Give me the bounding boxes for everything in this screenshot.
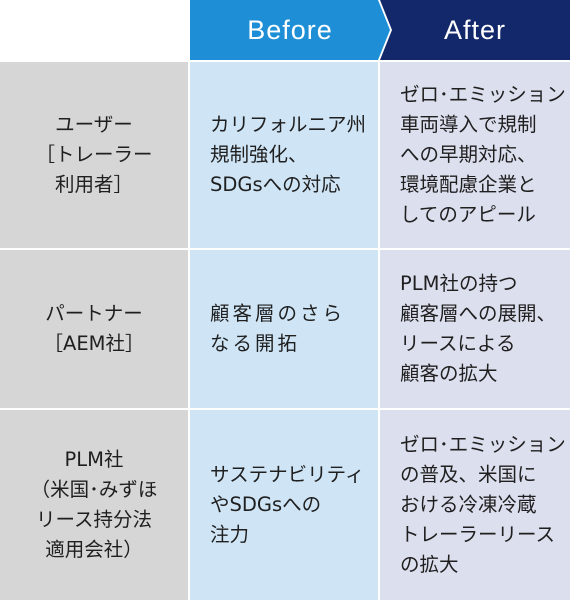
after-text: ゼロ･エミッション 車両導入で規制 への早期対応、 環境配慮企業と してのアピー… [400, 83, 566, 226]
row-after-partner: PLM社の持つ 顧客層への展開、 リースによる 顧客の拡大 [380, 250, 570, 408]
before-text: 顧客層のさら なる開拓 [210, 302, 346, 355]
after-text: ゼロ･エミッション の普及、米国に おける冷凍冷蔵 トレーラーリース の拡大 [400, 433, 566, 576]
row-before-partner: 顧客層のさら なる開拓 [190, 250, 378, 408]
after-text: PLM社の持つ 顧客層への展開、 リースによる 顧客の拡大 [400, 272, 557, 385]
row-after-user: ゼロ･エミッション 車両導入で規制 への早期対応、 環境配慮企業と してのアピー… [380, 62, 570, 248]
row-label-text: PLM社 （米国･みずほ リース持分法 適用会社） [30, 448, 158, 561]
header-after-label: After [443, 14, 507, 45]
header-before: Before [190, 0, 390, 60]
row-label-partner: パートナー ［AEM社］ [0, 250, 188, 408]
row-after-plm: ゼロ･エミッション の普及、米国に おける冷凍冷蔵 トレーラーリース の拡大 [380, 410, 570, 600]
header-before-label: Before [247, 14, 333, 45]
before-text: サステナビリティ やSDGsへの 注力 [210, 463, 365, 546]
row-label-text: パートナー ［AEM社］ [43, 302, 145, 355]
row-label-plm: PLM社 （米国･みずほ リース持分法 適用会社） [0, 410, 188, 600]
row-label-text: ユーザー ［トレーラー 利用者］ [35, 113, 153, 196]
before-text: カリフォルニア州 規制強化、 SDGsへの対応 [210, 113, 367, 196]
row-label-user: ユーザー ［トレーラー 利用者］ [0, 62, 188, 248]
row-before-user: カリフォルニア州 規制強化、 SDGsへの対応 [190, 62, 378, 248]
header-after: After [380, 0, 570, 60]
row-before-plm: サステナビリティ やSDGsへの 注力 [190, 410, 378, 600]
